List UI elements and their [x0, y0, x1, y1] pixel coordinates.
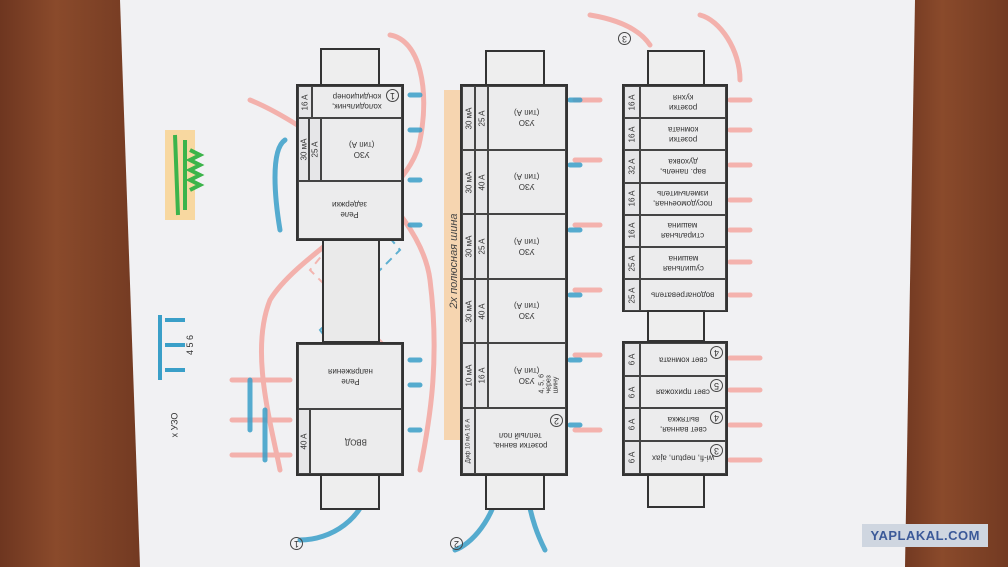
din-rail-middle	[647, 310, 705, 342]
rcd-amp-rating: 40 A	[475, 279, 488, 343]
rcd-module: УЗО (тип А)	[488, 214, 566, 279]
circuit-breaker: свет комната	[640, 343, 726, 376]
amp-rating: 6 A	[624, 375, 640, 409]
circuit-breaker: свет прихожая	[640, 375, 726, 409]
rcd-module: УЗО (тип А)	[488, 279, 566, 343]
amp-rating: 16 A	[298, 86, 312, 118]
circuit-breaker: сушильная машина	[640, 247, 726, 280]
amp-rating: 16 A	[624, 182, 640, 215]
amp-rating: 16 A	[624, 118, 640, 151]
amp-rating: 6 A	[624, 408, 640, 442]
circuit-breaker: свет ванная, вытяжка	[640, 408, 726, 442]
sketch-note-uzo: x УЗО	[169, 412, 180, 438]
amp-rating: 25 A	[624, 247, 640, 280]
difavt-rating: Диф 10 мА 16 А	[462, 408, 475, 474]
circuit-breaker: стиральная машина	[640, 214, 726, 247]
circuit-breaker: wi-fi, neptun, ajax	[640, 441, 726, 474]
circle-number: 1	[386, 89, 399, 102]
rcd-ma-rating: 30 мА	[462, 214, 475, 279]
din-rail-cap-top	[320, 48, 380, 86]
rcd-module: УЗО (тип А)	[488, 343, 566, 408]
rcd-ma-rating: 30 мА	[462, 279, 475, 343]
circuit-breaker: вар. панель, духовка	[640, 150, 726, 183]
rcd-module: УЗО (тип А)	[488, 150, 566, 214]
amp-rating: 16 A	[624, 86, 640, 119]
rcd-module: УЗО (тип А)	[321, 118, 402, 181]
circle-number: 2	[550, 414, 563, 427]
two-pole-bus: 2x полюсная шина	[444, 90, 460, 440]
rcd-amp-rating: 25 A	[475, 86, 488, 150]
amp-rating: 6 A	[624, 343, 640, 376]
panel-number: 2	[450, 537, 463, 550]
amp-rating: 16 A	[624, 214, 640, 247]
circuit-breaker: розетки комната	[640, 118, 726, 151]
circuit-breaker: водонагреватель	[640, 279, 726, 312]
sketch-blue	[158, 315, 185, 380]
din-rail-cap-bottom	[647, 474, 705, 508]
difavt-bath-sockets: розетки ванна, теплый пол	[475, 408, 566, 474]
circuit-breaker: посудомоечная, измельчитель	[640, 182, 726, 215]
circle-number: 4	[710, 346, 723, 359]
amp-rating: 40 A	[298, 409, 310, 474]
amp-rating: 25 A	[624, 279, 640, 312]
din-rail-middle	[322, 239, 380, 343]
rcd-ma-rating: 10 мА	[462, 343, 475, 408]
panel-number: 1	[290, 537, 303, 550]
rcd-amp-rating: 25 A	[309, 118, 321, 181]
watermark: YAPLAKAL.COM	[862, 524, 988, 547]
amp-rating: 6 A	[624, 441, 640, 474]
rcd-ma-rating: 30 мА	[298, 118, 309, 181]
rcd-ma-rating: 30 мА	[462, 86, 475, 150]
rcd-amp-rating: 16 A	[475, 343, 488, 408]
panel-number: 3	[618, 32, 631, 45]
wood-background-left	[0, 0, 140, 567]
circuit-breaker: розетки кухня	[640, 86, 726, 119]
wood-background-right	[898, 0, 1008, 567]
rcd-module: УЗО (тип А)	[488, 86, 566, 150]
delay-relay: Реле задержки	[298, 181, 402, 239]
rcd-ma-rating: 30 мА	[462, 150, 475, 214]
module-group-top: 16 A холодильник, кондиционер 1 30 мА 25…	[296, 84, 404, 241]
rcd-amp-rating: 40 A	[475, 150, 488, 214]
circle-number: 3	[710, 444, 723, 458]
breaker-fridge-ac: холодильник, кондиционер	[312, 86, 402, 118]
din-rail-cap-top	[647, 50, 705, 86]
main-input-breaker: ВВОД	[310, 409, 402, 474]
amp-rating: 32 A	[624, 150, 640, 183]
din-rail-cap-bottom	[320, 474, 380, 510]
din-rail-cap-bottom	[485, 474, 545, 510]
din-rail-cap-top	[485, 50, 545, 86]
rcd-amp-rating: 25 A	[475, 214, 488, 279]
sketch-note-numbers: 4 5 6	[185, 334, 196, 356]
rcd-group: 30 мА 25 A УЗО (тип А) 30 мА 40 A УЗО (т…	[460, 84, 568, 476]
circle-number: 5	[710, 378, 723, 392]
sketch-green	[165, 130, 205, 220]
module-group-bottom: Реле напряжения 40 A ВВОД	[296, 342, 404, 476]
voltage-relay: Реле напряжения	[298, 344, 402, 409]
rcd-note: 4, 5, 6 через шину	[538, 374, 560, 394]
